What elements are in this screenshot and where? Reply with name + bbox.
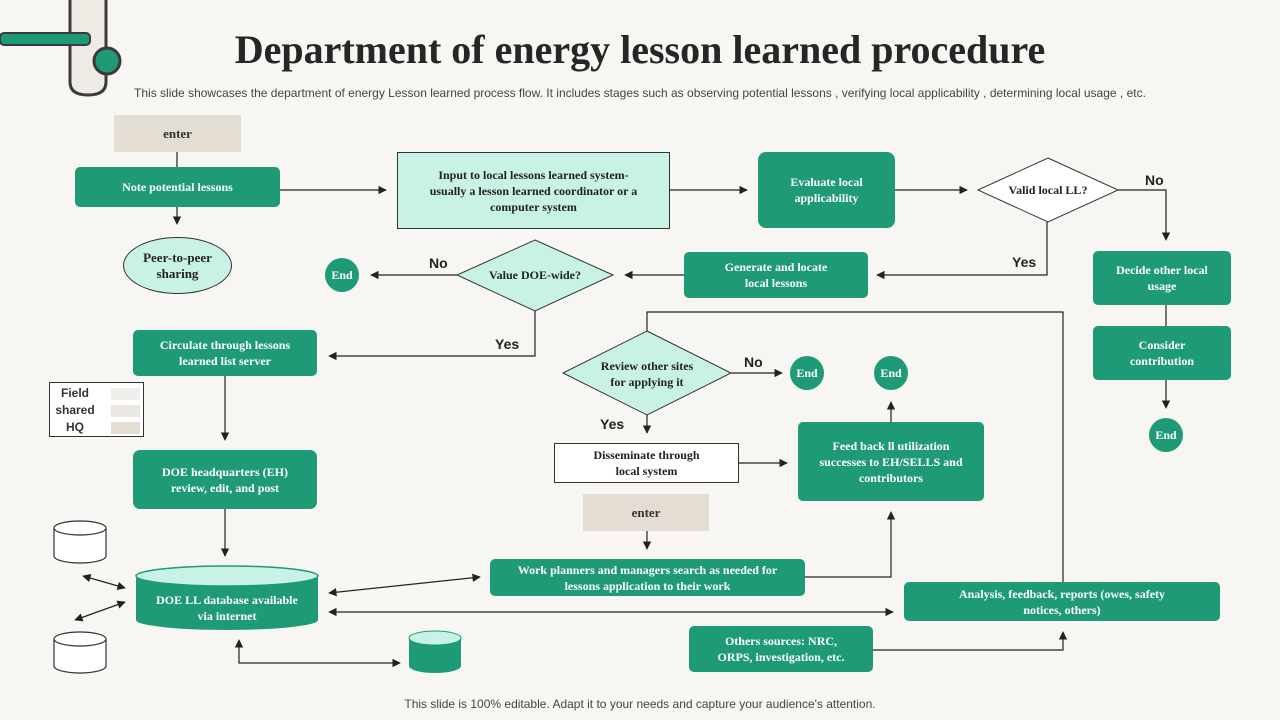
review-sites-diamond	[561, 330, 733, 416]
end-circle: End	[790, 356, 824, 390]
legend: Field shared HQ	[49, 382, 144, 437]
valid-local-diamond	[976, 157, 1120, 223]
no-label: No	[429, 255, 448, 271]
enter-tag-2: enter	[583, 494, 709, 531]
database-cylinder-icon	[53, 520, 107, 564]
evaluate-applicability-box: Evaluate local applicability	[758, 152, 895, 228]
no-label: No	[744, 354, 763, 370]
doe-ll-database-label: DOE LL database available via internet	[156, 593, 298, 623]
feed-back-box: Feed back ll utilization successes to EH…	[798, 422, 984, 501]
consider-contribution-box: Consider contribution	[1093, 326, 1231, 380]
peer-sharing-ellipse: Peer-to-peer sharing	[123, 237, 232, 294]
input-local-system-box: Input to local lessons learned system- u…	[397, 152, 670, 229]
doe-headquarters-box: DOE headquarters (EH) review, edit, and …	[133, 450, 317, 509]
database-cylinder-icon	[408, 630, 462, 673]
yes-label: Yes	[1012, 254, 1037, 270]
doe-ll-database-cylinder	[135, 565, 319, 630]
yes-label: Yes	[600, 416, 625, 432]
no-label: No	[1145, 172, 1164, 188]
decide-other-usage-box: Decide other local usage	[1093, 251, 1231, 305]
analysis-feedback-box: Analysis, feedback, reports (owes, safet…	[904, 582, 1220, 621]
end-circle: End	[1149, 418, 1183, 452]
value-doe-diamond	[455, 239, 615, 312]
valid-local-label: Valid local LL?	[1008, 183, 1088, 197]
enter-tag: enter	[114, 115, 241, 152]
review-sites-label: Review other sites for applying it	[600, 359, 694, 389]
database-cylinder-icon	[53, 631, 107, 674]
value-doe-label: Value DOE-wide?	[489, 268, 581, 282]
generate-locate-box: Generate and locate local lessons	[684, 252, 868, 298]
work-planners-box: Work planners and managers search as nee…	[490, 559, 805, 596]
page-title: Department of energy lesson learned proc…	[234, 27, 1046, 72]
end-circle: End	[325, 258, 359, 292]
yes-label: Yes	[495, 336, 520, 352]
legend-item: shared	[50, 402, 145, 419]
legend-item: Field	[50, 385, 145, 402]
legend-item: HQ	[50, 419, 145, 436]
end-circle: End	[874, 356, 908, 390]
decorative-pipe-icon	[0, 0, 122, 97]
note-potential-lessons-box: Note potential lessons	[75, 167, 280, 207]
others-sources-box: Others sources: NRC, ORPS, investigation…	[689, 626, 873, 672]
disseminate-box: Disseminate through local system	[554, 443, 739, 483]
page-subtitle: This slide showcases the department of e…	[134, 86, 1146, 100]
circulate-list-server-box: Circulate through lessons learned list s…	[133, 330, 317, 376]
page-footer: This slide is 100% editable. Adapt it to…	[404, 697, 876, 711]
